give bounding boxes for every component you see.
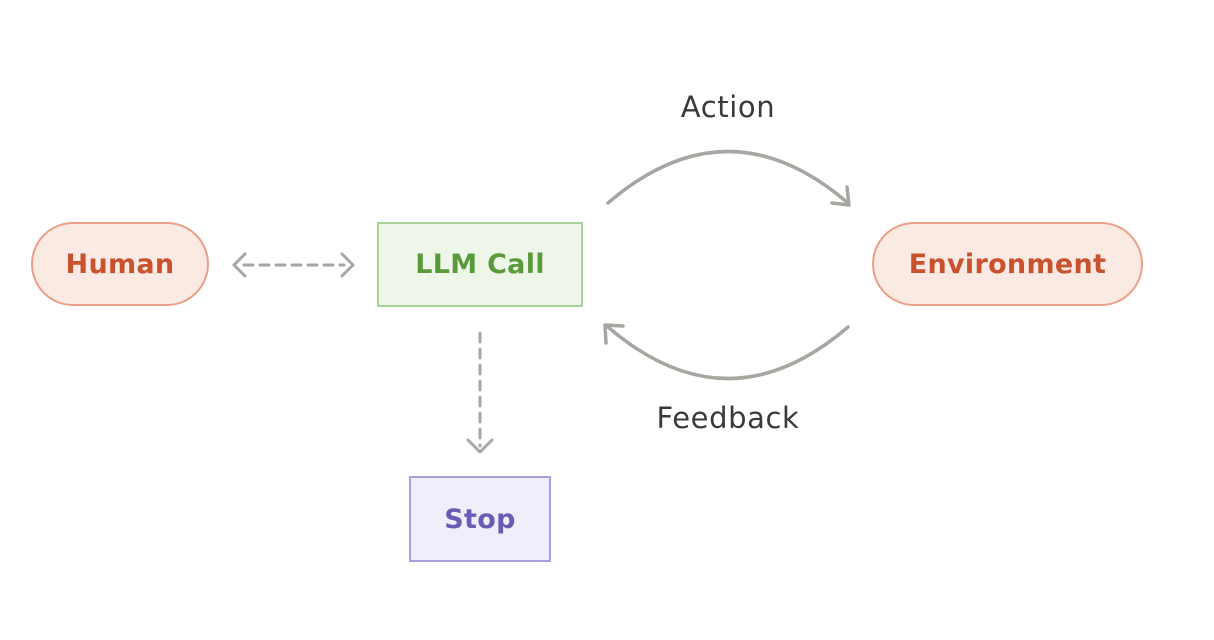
human-node: Human — [31, 222, 209, 306]
human-llm-dashed-arrow — [232, 252, 355, 278]
stop-node-label: Stop — [444, 503, 516, 535]
human-node-label: Human — [65, 248, 175, 280]
feedback-edge-label: Feedback — [656, 401, 800, 435]
action-arc-arrow — [606, 149, 851, 207]
stop-node: Stop — [409, 476, 551, 562]
llm-call-node-label: LLM Call — [415, 249, 545, 280]
feedback-arc-arrow — [603, 323, 850, 381]
environment-node-label: Environment — [908, 248, 1107, 280]
action-edge-label: Action — [680, 90, 776, 124]
llm-stop-dashed-arrow — [466, 331, 494, 454]
environment-node: Environment — [872, 222, 1143, 306]
llm-call-node: LLM Call — [377, 222, 583, 307]
